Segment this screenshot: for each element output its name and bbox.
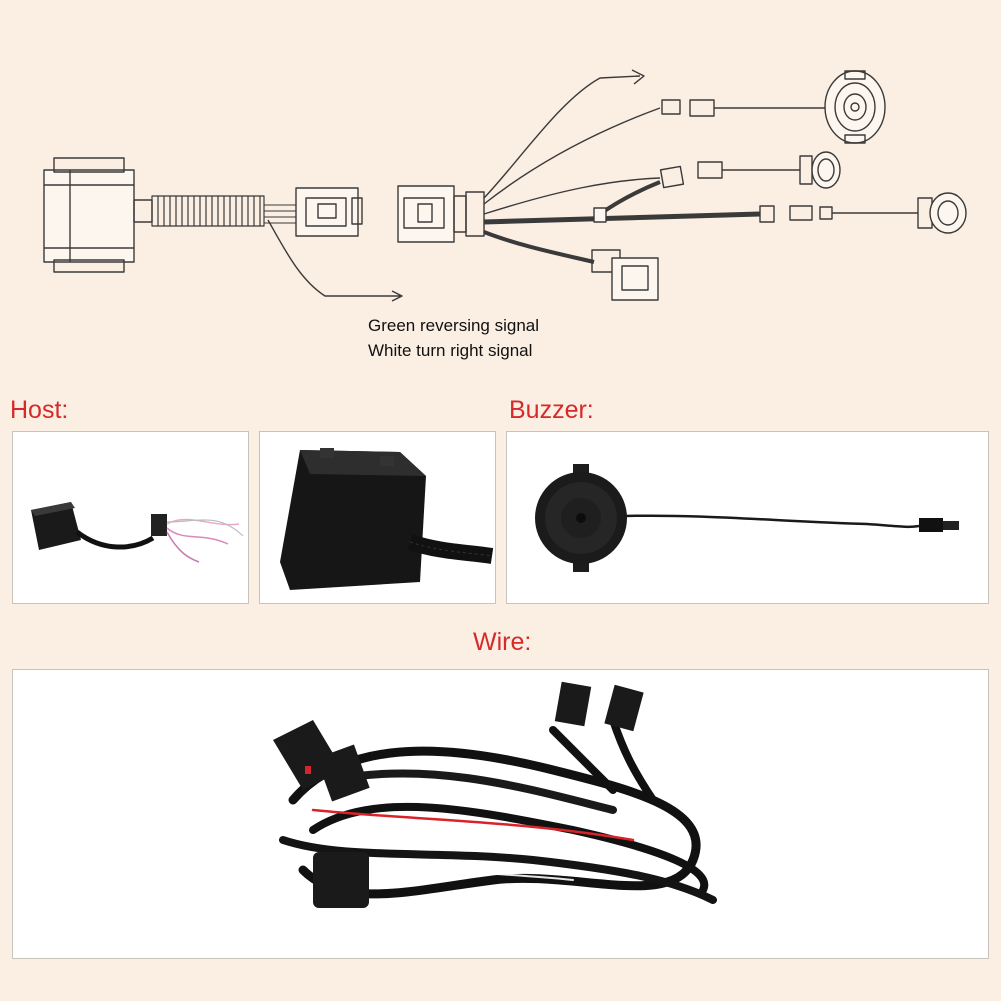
- connector-male-drawing: [295, 187, 363, 237]
- wire-harness-photo: [12, 669, 989, 959]
- buzzer-heading: Buzzer:: [509, 396, 594, 424]
- buzzer-component: [535, 464, 959, 572]
- harness-connectors: [273, 681, 644, 908]
- corrugated-sleeve-drawing: [151, 195, 265, 227]
- wire-heading: Wire:: [473, 628, 532, 656]
- connector-female-drawing: [397, 185, 467, 243]
- buzzer-photo: [506, 431, 989, 604]
- sensor-drawing-2: [759, 192, 967, 234]
- wiring-diagram: [43, 69, 967, 302]
- host-module-small: [31, 502, 244, 563]
- diagram-caption-white: White turn right signal: [368, 341, 533, 360]
- host-photo-small: [12, 431, 249, 604]
- sensor-drawing-1: [659, 151, 841, 189]
- host-photo-large: [259, 431, 496, 604]
- host-heading: Host:: [10, 396, 69, 424]
- host-module-large: [280, 448, 494, 590]
- buzzer-drawing: [661, 70, 886, 144]
- diagram-caption-green: Green reversing signal: [368, 316, 540, 335]
- connector-bottom-drawing: [591, 249, 659, 301]
- junction-drawing: [465, 191, 485, 237]
- host-module-drawing: [43, 157, 153, 273]
- wire-harness: [279, 716, 717, 904]
